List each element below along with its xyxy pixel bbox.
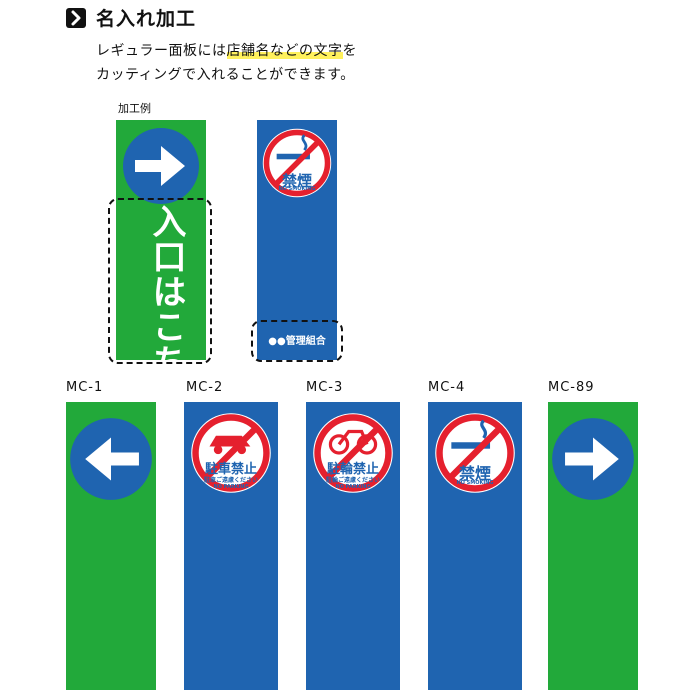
description-text: レギュラー面板には xyxy=(96,43,227,59)
description-line-2: カッティングで入れることができます。 xyxy=(96,67,355,83)
custom-text-area-green xyxy=(108,198,212,364)
no-bicycle-label: 駐輪禁止 xyxy=(326,462,379,477)
no-smoking-sub: NO SMOKING xyxy=(456,480,494,486)
arrow-right-icon xyxy=(552,418,634,500)
arrow-left-icon xyxy=(70,418,152,500)
no-smoking-label: 禁煙 xyxy=(281,172,312,190)
no-bicycle-jp-sub: 駐輪ご遠慮ください xyxy=(325,477,380,484)
product-panel-mc-89[interactable] xyxy=(548,402,638,690)
description-text: を xyxy=(342,43,357,59)
example-green-text: 入口はこちら xyxy=(146,204,186,414)
product-panel-mc-2[interactable]: 駐車禁止 駐車ご遠慮ください NO PARKING xyxy=(184,402,278,690)
no-smoking-icon xyxy=(435,413,515,493)
product-code-mc-1: MC-1 xyxy=(66,380,104,395)
no-parking-label: 駐車禁止 xyxy=(204,462,257,477)
chevron-right-icon xyxy=(66,8,86,28)
arrow-right-icon xyxy=(123,128,199,204)
no-smoking-sub: NO SMOKING xyxy=(278,186,316,192)
product-panel-mc-1[interactable] xyxy=(66,402,156,690)
product-code-mc-4: MC-4 xyxy=(428,380,466,395)
page-title: 名入れ加工 xyxy=(96,8,197,30)
no-parking-icon xyxy=(191,413,271,493)
product-code-mc-89: MC-89 xyxy=(548,380,595,395)
product-code-mc-3: MC-3 xyxy=(306,380,344,395)
no-smoking-label: 禁煙 xyxy=(458,464,491,483)
product-code-mc-2: MC-2 xyxy=(186,380,224,395)
product-panel-mc-3[interactable]: 駐輪禁止 駐輪ご遠慮ください NO PARKING xyxy=(306,402,400,690)
no-bicycle-sub: NO PARKING xyxy=(335,484,371,490)
no-parking-sub: NO PARKING xyxy=(213,484,249,490)
example-label: 加工例 xyxy=(118,102,151,115)
example-blue-text: ●●管理組合 xyxy=(268,336,326,347)
no-bicycle-icon xyxy=(313,413,393,493)
no-smoking-icon xyxy=(262,128,332,198)
example-green-panel: 入口はこちら xyxy=(116,120,206,414)
description-line-1: レギュラー面板には店舗名などの文字を xyxy=(96,40,357,60)
no-parking-jp-sub: 駐車ご遠慮ください xyxy=(203,477,258,484)
example-blue-panel: 禁煙 NO SMOKING ●●管理組合 xyxy=(257,120,337,360)
description-highlight: 店舗名などの文字 xyxy=(226,43,343,59)
custom-text-area-blue xyxy=(251,320,343,362)
product-panel-mc-4[interactable]: 禁煙 NO SMOKING xyxy=(428,402,522,690)
